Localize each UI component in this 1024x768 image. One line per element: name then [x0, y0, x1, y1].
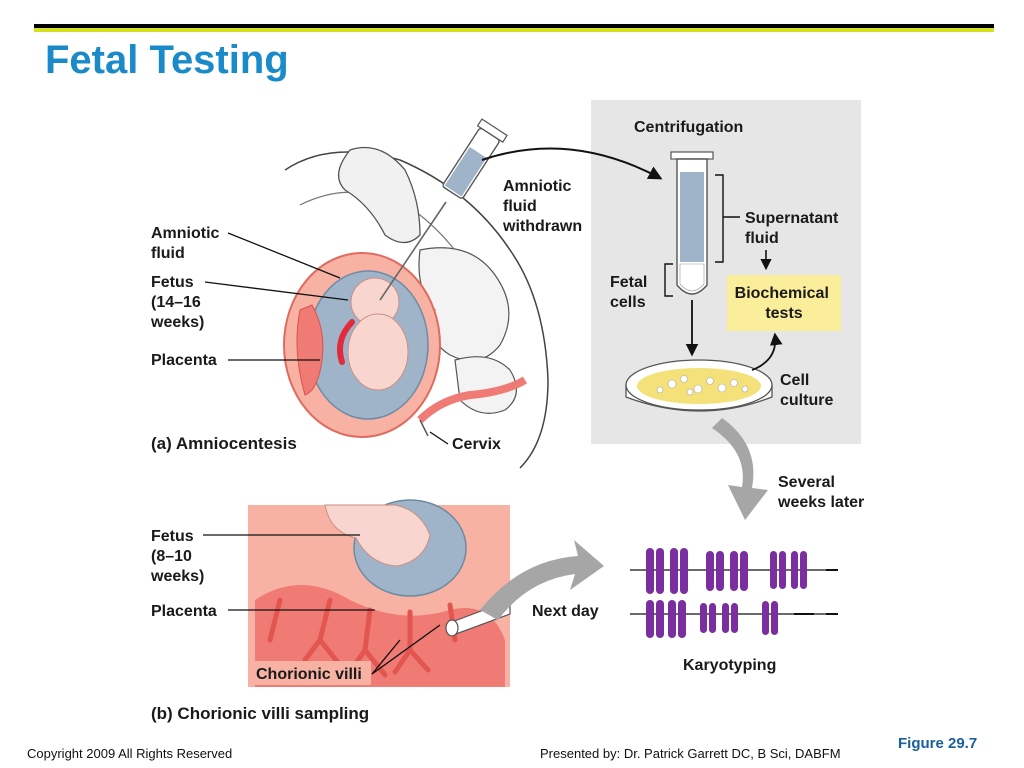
catheter-tip [445, 619, 459, 637]
fetus-body [347, 313, 409, 391]
syringe [442, 118, 508, 199]
chorionic-villi [267, 597, 458, 678]
label-placenta-a: Placenta [151, 352, 217, 369]
label-placenta-b: Placenta [151, 603, 217, 620]
footer-presenter: Presented by: Dr. Patrick Garrett DC, B … [540, 746, 841, 761]
label-next-day: Next day [532, 603, 599, 620]
villi-label-bg [253, 661, 371, 685]
cvs-illustration [248, 499, 511, 687]
label-cervix: Cervix [452, 436, 501, 453]
top-rule [34, 24, 994, 32]
leader-fetus-a [204, 281, 349, 301]
chromosomes [646, 548, 807, 638]
panel-a-labels: Amniotic fluid Fetus (14–16 weeks) Place… [150, 178, 582, 453]
slide-title: Fetal Testing [45, 38, 289, 82]
label-fetus-a: Fetus (14–16 weeks) [150, 274, 205, 331]
tube-cap [670, 151, 714, 160]
label-several-weeks: Several weeks later [777, 474, 864, 511]
karyotype: Karyotyping [630, 548, 838, 674]
label-supernatant: Supernatant fluid [745, 210, 843, 247]
arrow-culture-to-biochem [751, 332, 783, 371]
supernatant-fluid [680, 172, 704, 262]
fetus-b [324, 504, 431, 567]
label-fluid-withdrawn: Amniotic fluid withdrawn [502, 178, 582, 235]
biochemical-tests-box [727, 275, 841, 331]
cervix-canal [417, 376, 528, 423]
leader-cervix [429, 431, 449, 445]
bracket-supernatant [715, 174, 724, 263]
cultured-cells [656, 375, 749, 396]
label-fetus-b: Fetus (8–10 weeks) [150, 528, 204, 585]
lab-contents: Centrifugation Supernatant fluid Fetal c… [610, 119, 843, 412]
label-biochemical: Biochemical tests [735, 285, 834, 322]
label-fetal-cells: Fetal cells [610, 274, 652, 311]
label-centrifugation: Centrifugation [634, 119, 743, 136]
caption-amniocentesis: (a) Amniocentesis [151, 434, 297, 453]
bracket-fetal-cells [664, 263, 673, 297]
figure-number: Figure 29.7 [898, 735, 978, 752]
caption-cvs: (b) Chorionic villi sampling [151, 704, 369, 723]
leader-amniotic-fluid [227, 232, 341, 279]
label-cell-culture: Cell culture [780, 372, 833, 409]
arrow-several-weeks [712, 418, 768, 520]
bladder [454, 356, 517, 414]
label-amniotic-fluid: Amniotic fluid [151, 225, 224, 262]
leader-villi-1 [371, 639, 401, 675]
fetal-cells-pellet [679, 263, 705, 292]
footer-copyright: Copyright 2009 All Rights Reserved [27, 746, 233, 761]
arrow-syringe-to-tube [481, 147, 663, 180]
placenta-a [296, 304, 324, 396]
leader-villi-2 [371, 624, 441, 675]
panel-b-labels: Fetus (8–10 weeks) Placenta Chorionic vi… [150, 528, 441, 723]
cervix [419, 419, 429, 437]
needle [379, 201, 447, 301]
amniocentesis-illustration [283, 118, 549, 469]
hand [338, 146, 421, 244]
label-karyotyping: Karyotyping [683, 657, 776, 674]
arrow-next-day [480, 540, 604, 620]
umbilical-cord [337, 319, 355, 365]
label-chorionic-villi: Chorionic villi [256, 666, 362, 683]
